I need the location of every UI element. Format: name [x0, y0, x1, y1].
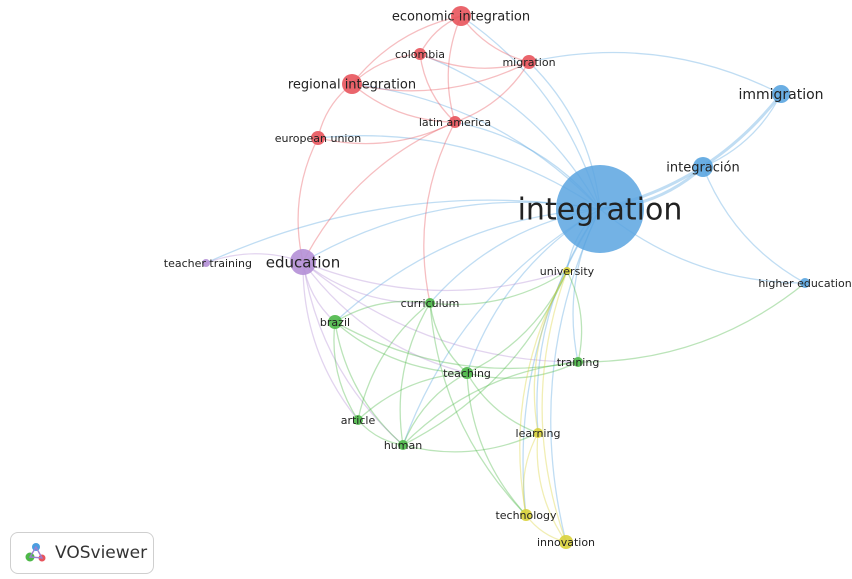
node-immigration[interactable] — [772, 85, 790, 103]
node-curriculum[interactable] — [425, 298, 435, 308]
vosviewer-logo-text: VOSviewer — [55, 543, 148, 563]
label-migration: migration — [502, 56, 555, 69]
node-brazil[interactable] — [328, 315, 342, 329]
link-economic_integration-latin_america — [447, 15, 462, 123]
label-latin-america: latin america — [419, 116, 491, 129]
link-learning-technology — [522, 432, 539, 516]
link-training-higher_education — [577, 282, 806, 363]
node-innovation[interactable] — [559, 535, 573, 549]
link-brazil-training — [334, 321, 579, 370]
link-training-human — [402, 361, 579, 446]
link-regional_integration-migration — [351, 61, 530, 92]
node-technology[interactable] — [520, 509, 532, 521]
label-teaching: teaching — [443, 367, 491, 380]
link-brazil-article — [333, 321, 359, 421]
label-human: human — [384, 439, 422, 452]
link-immigration-migration — [528, 51, 782, 95]
link-curriculum-human — [399, 302, 431, 446]
link-integracion-immigration — [702, 93, 782, 168]
vosviewer-logo[interactable]: VOSviewer — [10, 532, 154, 574]
link-brazil-teaching — [334, 321, 468, 374]
label-brazil: brazil — [320, 316, 350, 329]
link-university-learning — [533, 270, 568, 434]
link-teaching-training — [466, 361, 579, 379]
node-latin-america[interactable] — [449, 116, 461, 128]
link-human-learning — [402, 432, 539, 453]
link-education-human — [302, 261, 404, 446]
node-teaching[interactable] — [461, 367, 473, 379]
node-integracion[interactable] — [693, 157, 713, 177]
link-regional_integration-latin_america — [351, 83, 456, 123]
link-education-teaching — [302, 261, 468, 374]
node-economic-integration[interactable] — [451, 6, 471, 26]
link-integracion-higher_education — [702, 166, 806, 284]
link-education-article — [302, 261, 359, 421]
link-economic_integration-regional_integration — [351, 15, 462, 85]
link-human-university — [402, 270, 568, 446]
label-integration: integration — [518, 193, 683, 228]
link-curriculum-article — [357, 302, 431, 421]
node-european-union[interactable] — [311, 131, 325, 145]
label-innovation: innovation — [537, 536, 595, 549]
node-migration[interactable] — [522, 55, 536, 69]
link-colombia-latin_america — [419, 53, 456, 123]
link-training-university — [566, 270, 583, 363]
link-integration-innovation — [550, 208, 601, 543]
link-curriculum-brazil — [334, 300, 431, 323]
label-university: university — [540, 265, 595, 278]
link-integration-teacher_training — [205, 199, 601, 264]
network-labels: integration immigration integración higher … — [164, 10, 852, 549]
label-training: training — [557, 356, 600, 369]
node-human[interactable] — [398, 440, 408, 450]
node-article[interactable] — [353, 415, 363, 425]
label-higher-education: higher education — [758, 277, 851, 290]
label-economic-integration: economic integration — [392, 10, 530, 25]
link-curriculum-teaching — [429, 302, 468, 374]
label-learning: learning — [516, 427, 561, 440]
label-regional-integration: regional integration — [288, 78, 416, 93]
network-nodes — [202, 6, 810, 549]
link-curriculum-technology — [429, 302, 527, 516]
link-european_union-education — [297, 137, 319, 263]
link-european_union-latin_america — [317, 121, 456, 145]
node-learning[interactable] — [533, 428, 543, 438]
node-education[interactable] — [290, 249, 316, 275]
link-teaching-technology — [466, 372, 527, 516]
label-teacher-training: teacher training — [164, 257, 252, 270]
link-university-innovation — [541, 270, 568, 543]
link-latin_america-migration — [454, 61, 530, 123]
node-university[interactable] — [563, 267, 571, 275]
link-latin_america-education — [302, 121, 456, 263]
link-curriculum-university — [429, 270, 568, 306]
link-education-curriculum — [302, 261, 431, 304]
link-university-technology — [519, 270, 568, 516]
link-learning-innovation — [536, 432, 567, 543]
link-education-training — [302, 261, 579, 363]
label-technology: technology — [495, 509, 557, 522]
link-teaching-article — [357, 372, 468, 421]
node-higher-education[interactable] — [800, 278, 810, 288]
link-brazil-human — [334, 321, 404, 446]
link-teaching-human — [402, 372, 468, 446]
link-colombia-migration — [419, 53, 530, 69]
label-colombia: colombia — [395, 48, 445, 61]
link-latin_america-curriculum — [423, 121, 456, 304]
node-training[interactable] — [573, 357, 583, 367]
network-links — [205, 15, 806, 543]
node-colombia[interactable] — [414, 48, 426, 60]
link-teaching-learning — [466, 372, 539, 434]
label-article: article — [341, 414, 376, 427]
link-teaching-university — [466, 270, 568, 374]
node-regional-integration[interactable] — [342, 74, 362, 94]
label-european-union: european union — [275, 132, 361, 145]
label-education: education — [266, 253, 340, 271]
node-teacher-training[interactable] — [202, 259, 210, 267]
node-integration[interactable] — [556, 165, 644, 253]
label-immigration: immigration — [738, 87, 823, 103]
label-integracion: integración — [666, 161, 739, 176]
link-education-university — [302, 261, 568, 292]
vosviewer-logo-icon — [25, 543, 46, 562]
label-curriculum: curriculum — [401, 297, 460, 310]
